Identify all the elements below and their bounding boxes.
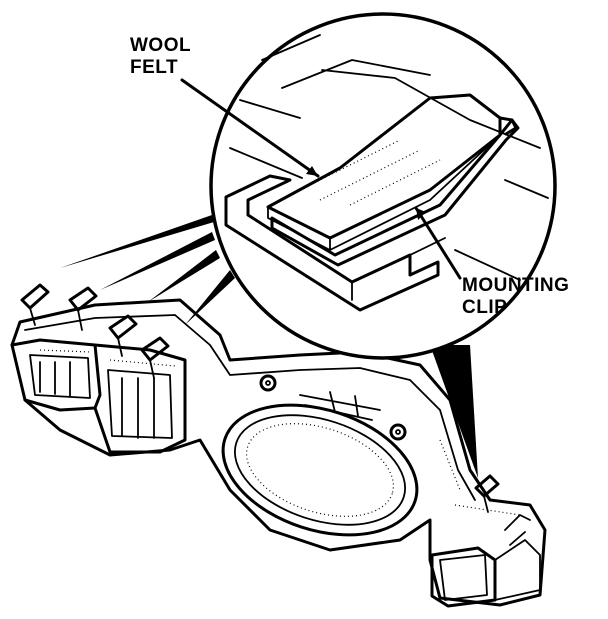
wool-felt-label-line1: WOOL (130, 35, 192, 56)
mounting-clips (20, 283, 500, 513)
magnify-lines (60, 215, 478, 478)
mounting-clip-label-line1: MOUNTING (462, 275, 570, 296)
detail-magnifier (209, 12, 557, 360)
wool-felt-label-line2: FELT (130, 57, 179, 78)
leader-lines (180, 78, 462, 280)
mounting-clip-label-line2: CLIP (462, 297, 508, 318)
defroster-duct (10, 298, 547, 608)
